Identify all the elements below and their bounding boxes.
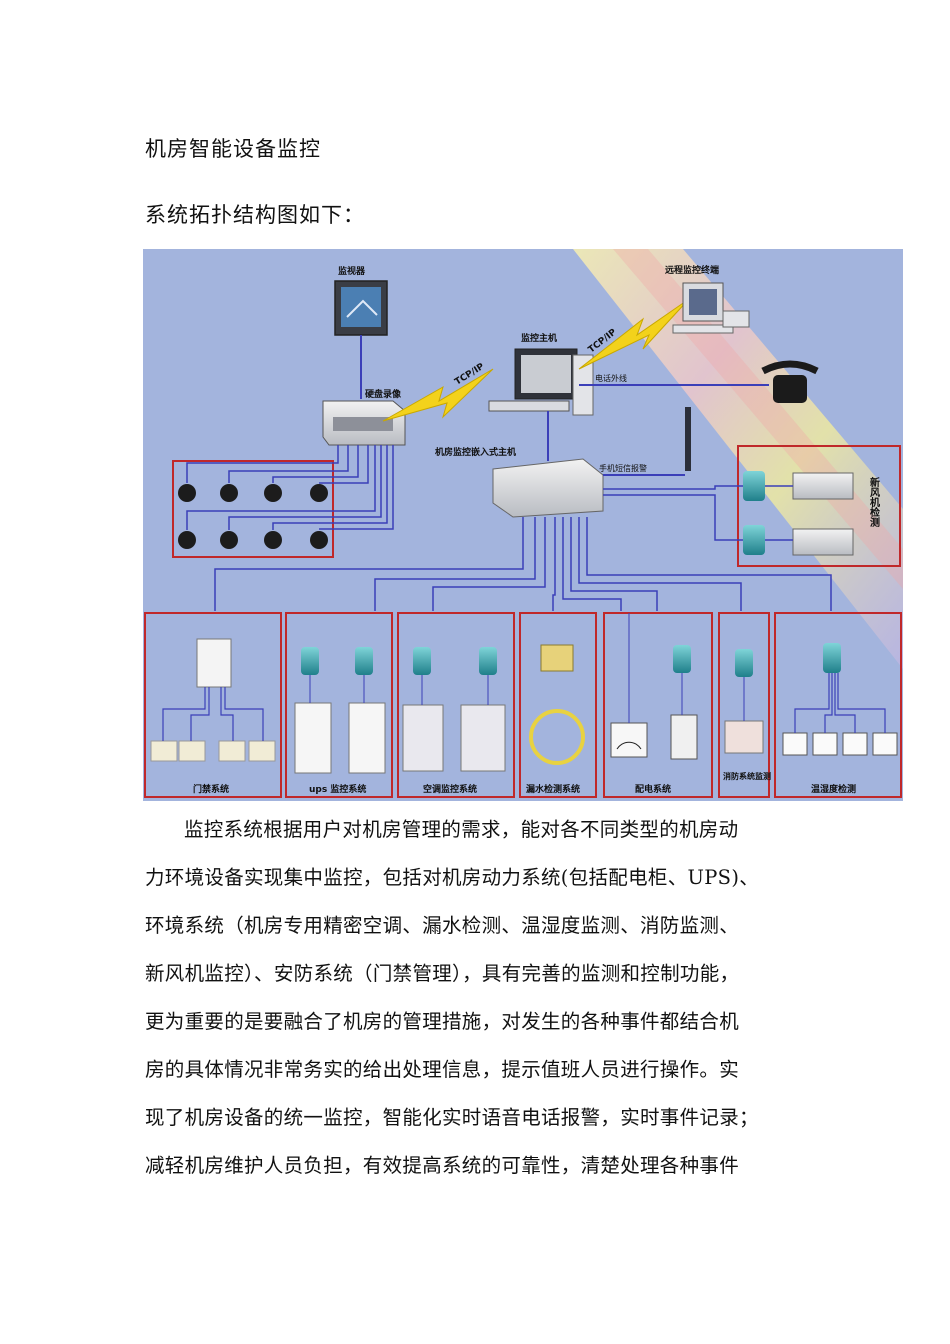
sms-alarm-label: 手机短信报警 — [599, 463, 647, 473]
power-distribution-devices — [610, 613, 698, 760]
sms-antenna-icon — [685, 407, 691, 471]
paragraph-line: 新风机监控）、安防系统（门禁管理），具有完善的监测和控制功能， — [145, 962, 740, 985]
subsystem-label: 配电系统 — [635, 783, 671, 795]
subsystem-label: 温湿度检测 — [811, 783, 856, 795]
ups-devices — [294, 647, 386, 774]
phone-line-label: 电话外线 — [595, 373, 627, 383]
paragraph-line: 监控系统根据用户对机房管理的需求，能对各不同类型的机房动 — [184, 818, 739, 841]
host-label: 监控主机 — [521, 332, 557, 344]
body-paragraph: 监控系统根据用户对机房管理的需求，能对各不同类型的机房动 力环境设备实现集中监控… — [145, 806, 815, 1190]
dvr-icon — [322, 400, 406, 446]
remote-label: 远程监控终端 — [665, 264, 719, 276]
camera-icons — [178, 484, 328, 549]
leak-detection-devices — [529, 644, 585, 765]
host-computer-icon — [488, 348, 594, 416]
page-title: 机房智能设备监控 — [145, 137, 321, 161]
lightning-left — [382, 368, 494, 422]
subsystem-frames — [144, 612, 902, 798]
monitor-icon — [334, 280, 388, 336]
paragraph-line: 现了机房设备的统一监控，智能化实时语音电话报警，实时事件记录； — [145, 1106, 759, 1129]
diagram-caption: 系统拓扑结构图如下： — [145, 203, 365, 227]
subsystem-label: 空调监控系统 — [423, 783, 477, 795]
topology-diagram: 监视器 硬盘录像 TCP/IP 监控主机 TCP/IP — [143, 249, 903, 801]
paragraph-line: 环境系统（机房专用精密空调、漏水检测、温湿度监测、消防监测、 — [145, 914, 740, 937]
camera-group-frame — [172, 460, 334, 558]
subsystem-label: 漏水检测系统 — [526, 783, 580, 795]
embedded-host-label: 机房监控嵌入式主机 — [435, 446, 516, 458]
fresh-air-label: 新风机检测 — [868, 476, 880, 528]
dvr-label: 硬盘录像 — [365, 388, 402, 400]
subsystem-label: 消防系统监测 — [723, 771, 771, 781]
ac-devices — [402, 647, 506, 772]
embedded-host-icon — [492, 458, 604, 518]
paragraph-line: 减轻机房维护人员负担，有效提高系统的可靠性，清楚处理各种事件 — [145, 1154, 740, 1177]
temp-humidity-devices — [782, 643, 898, 756]
subsystem-label: 门禁系统 — [193, 783, 229, 795]
telephone-icon — [761, 360, 819, 403]
paragraph-line: 力环境设备实现集中监控，包括对机房动力系统(包括配电柜、UPS)、 — [145, 866, 760, 889]
fire-detection-devices — [724, 649, 764, 754]
remote-terminal-icon — [672, 282, 750, 334]
paragraph-line: 房的具体情况非常务实的给出处理信息，提示值班人员进行操作。实 — [145, 1058, 740, 1081]
fresh-air-devices — [743, 471, 854, 556]
subsystem-label: ups 监控系统 — [309, 783, 366, 795]
fresh-air-frame — [737, 445, 901, 567]
paragraph-line: 更为重要的是要融合了机房的管理措施，对发生的各种事件都结合机 — [145, 1010, 740, 1033]
door-access-devices — [150, 638, 276, 762]
monitor-label: 监视器 — [338, 265, 366, 277]
